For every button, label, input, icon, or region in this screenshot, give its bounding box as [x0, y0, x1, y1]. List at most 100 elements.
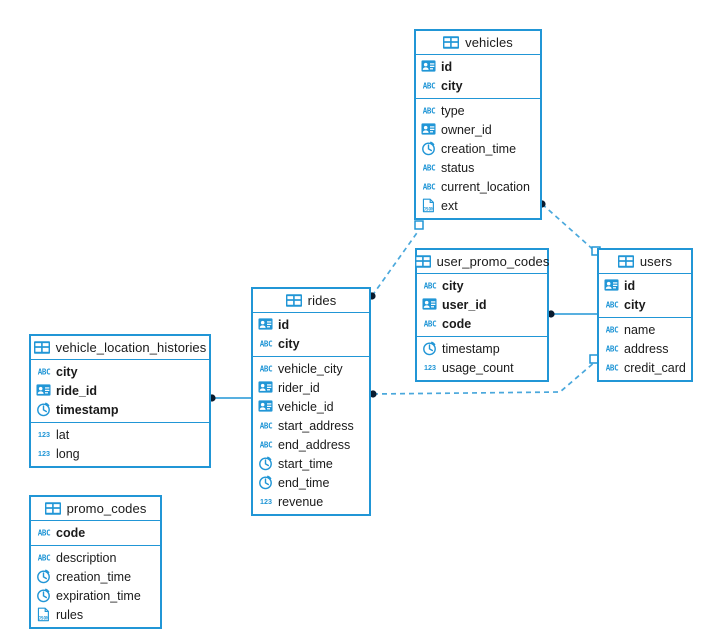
relationship-users-to-user-promo-codes[interactable] — [547, 310, 597, 318]
identity-card-icon — [421, 59, 436, 74]
column-row[interactable]: creation_time — [31, 567, 160, 586]
column-name: start_address — [278, 418, 354, 433]
svg-text:ABC: ABC — [424, 319, 437, 328]
column-name: id — [624, 278, 636, 293]
column-name: status — [441, 160, 475, 175]
column-row[interactable]: vehicle_id — [253, 397, 369, 416]
column-name: owner_id — [441, 122, 492, 137]
column-row[interactable]: ride_id — [31, 381, 209, 400]
column-row[interactable]: creation_time — [416, 139, 540, 158]
abc-text-icon: ABC — [36, 550, 51, 565]
column-row[interactable]: 123 revenue — [253, 492, 369, 511]
table-header[interactable]: vehicles — [416, 31, 540, 55]
identity-card-icon — [422, 297, 437, 312]
column-name: vehicle_id — [278, 399, 334, 414]
svg-text:ABC: ABC — [38, 553, 51, 562]
abc-text-icon: ABC — [258, 361, 273, 376]
column-row[interactable]: expiration_time — [31, 586, 160, 605]
svg-text:ABC: ABC — [423, 81, 436, 90]
column-row[interactable]: timestamp — [31, 400, 209, 419]
abc-text-icon: ABC — [421, 179, 436, 194]
identity-card-icon — [421, 122, 436, 137]
abc-text-icon: ABC — [604, 360, 619, 375]
column-row[interactable]: ABC vehicle_city — [253, 359, 369, 378]
table-header[interactable]: promo_codes — [31, 497, 160, 521]
identity-card-icon — [36, 383, 51, 398]
svg-text:ABC: ABC — [38, 528, 51, 537]
svg-text:ABC: ABC — [606, 363, 619, 372]
table-header[interactable]: rides — [253, 289, 369, 313]
column-row[interactable]: owner_id — [416, 120, 540, 139]
column-name: vehicle_city — [278, 361, 343, 376]
column-row[interactable]: ABC current_location — [416, 177, 540, 196]
numeric-123-icon: 123 — [36, 427, 51, 442]
column-row[interactable]: rider_id — [253, 378, 369, 397]
svg-text:123: 123 — [260, 497, 272, 506]
table-name: users — [639, 254, 673, 269]
column-name: current_location — [441, 179, 530, 194]
svg-text:JSON: JSON — [38, 615, 49, 621]
table-header[interactable]: users — [599, 250, 691, 274]
svg-text:ABC: ABC — [38, 367, 51, 376]
column-row[interactable]: ABC type — [416, 101, 540, 120]
identity-card-icon — [604, 278, 619, 293]
column-row[interactable]: id — [416, 57, 540, 76]
json-document-icon: JSON — [421, 198, 436, 213]
table-header[interactable]: user_promo_codes — [414, 250, 550, 274]
column-name: revenue — [278, 494, 324, 509]
column-name: end_time — [278, 475, 330, 490]
table-name: user_promo_codes — [436, 254, 550, 269]
column-name: rider_id — [278, 380, 320, 395]
abc-text-icon: ABC — [421, 103, 436, 118]
column-row[interactable]: user_id — [417, 295, 547, 314]
relationship-vehicles-to-users[interactable] — [538, 200, 601, 256]
column-row[interactable]: id — [599, 276, 691, 295]
column-name: city — [624, 297, 646, 312]
column-row[interactable]: start_time — [253, 454, 369, 473]
column-name: city — [278, 336, 300, 351]
column-name: ride_id — [56, 383, 97, 398]
column-row[interactable]: id — [253, 315, 369, 334]
column-row[interactable]: timestamp — [417, 339, 547, 358]
svg-text:ABC: ABC — [260, 364, 273, 373]
table-name: vehicles — [465, 35, 513, 50]
relationship-vehicle-location-histories-to-rides[interactable] — [208, 394, 251, 402]
column-row[interactable]: end_time — [253, 473, 369, 492]
column-name: creation_time — [441, 141, 517, 156]
table-header[interactable]: vehicle_location_histories — [31, 336, 209, 360]
column-name: long — [56, 446, 80, 461]
column-name: type — [441, 103, 465, 118]
numeric-123-icon: 123 — [258, 494, 273, 509]
relationship-line — [371, 229, 420, 297]
clock-icon — [36, 402, 51, 417]
